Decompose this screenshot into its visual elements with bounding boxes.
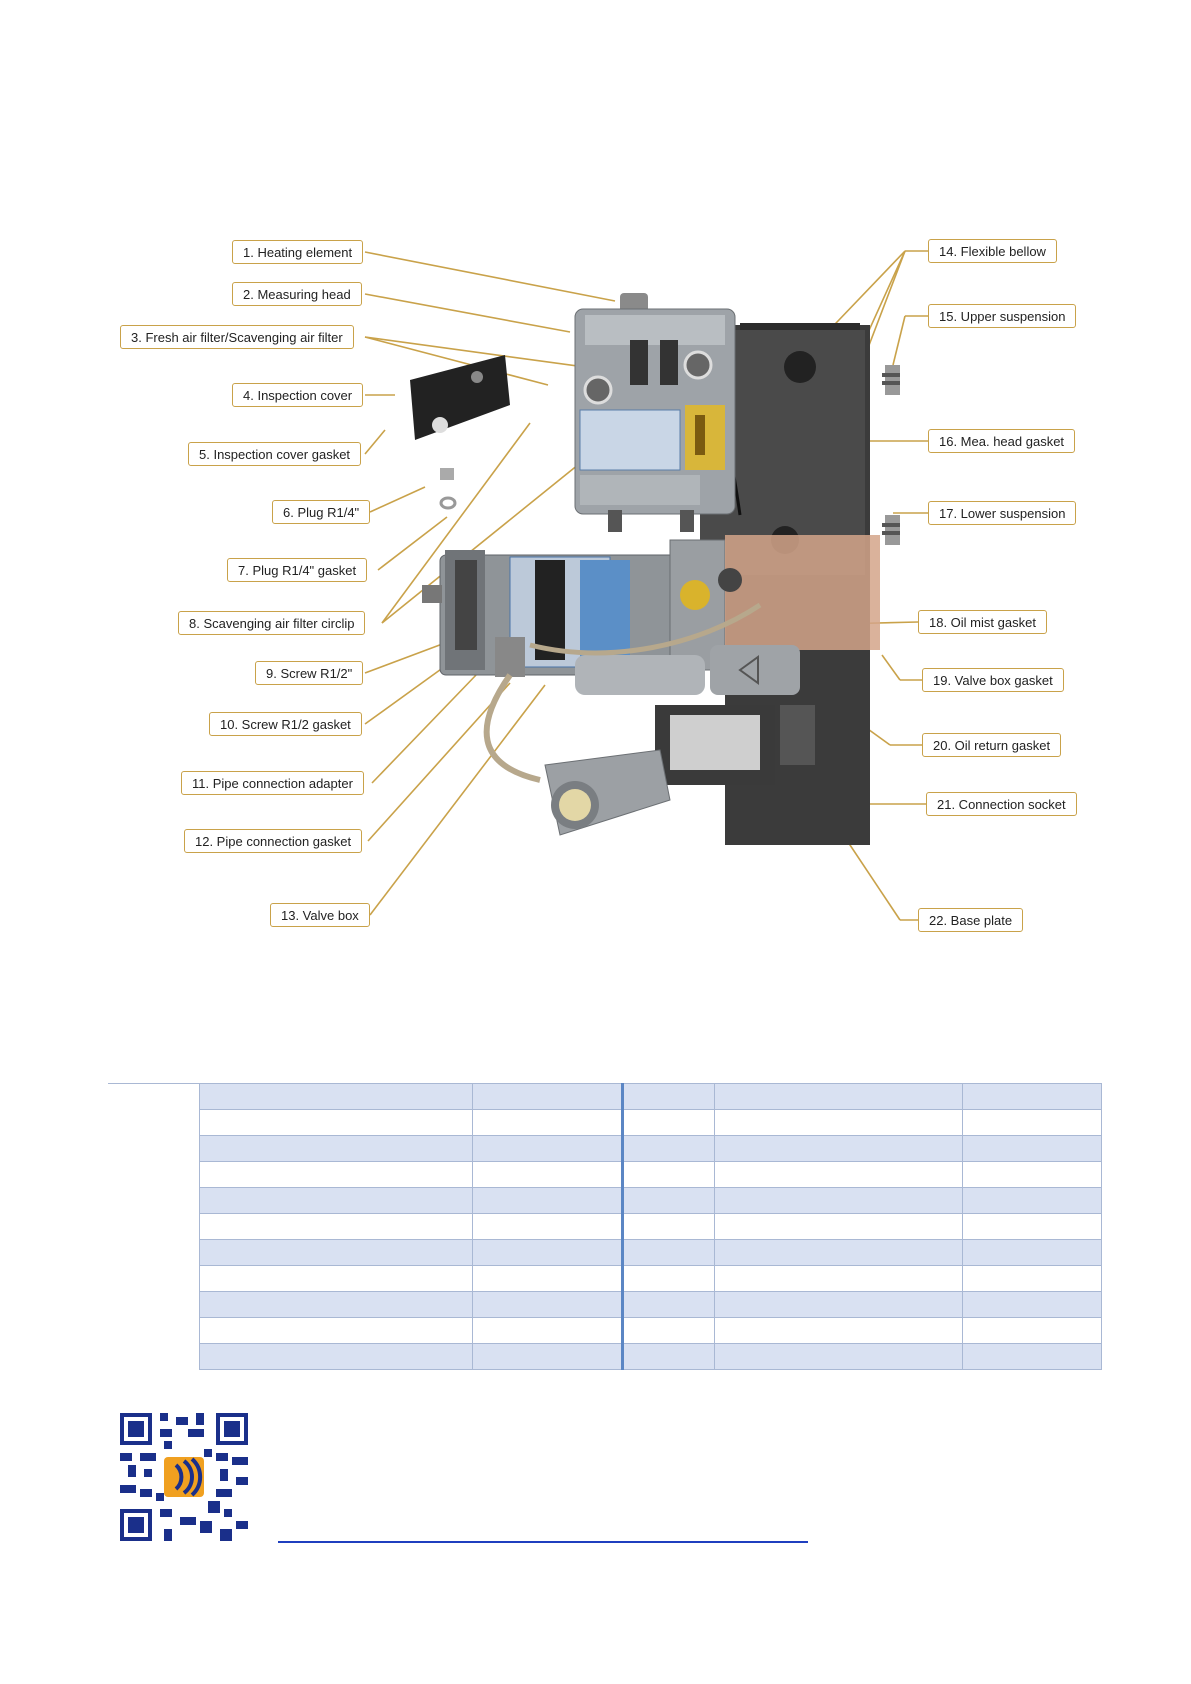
label-inspection-cover-gasket: 5. Inspection cover gasket (188, 442, 362, 466)
pipe-connection-shape (575, 655, 705, 695)
label-screw: 9. Screw R1/2" (255, 661, 364, 685)
table-row (199, 1135, 1102, 1162)
label-screw-gasket: 10. Screw R1/2 gasket (209, 712, 362, 736)
label-valve-box: 13. Valve box (270, 903, 370, 927)
plug-connector-shape (544, 749, 671, 836)
table-row (199, 1317, 1102, 1344)
qr-code-icon[interactable] (120, 1413, 248, 1541)
label-pipe-connection-gasket: 12. Pipe connection gasket (184, 829, 363, 853)
upper-suspension-shape (882, 365, 900, 395)
label-scavenging-air-filter-circlip: 8. Scavenging air filter circlip (178, 611, 366, 635)
lower-suspension-shape (882, 515, 900, 545)
label-fresh-air-filter: 3. Fresh air filter/Scavenging air filte… (120, 325, 354, 349)
label-connection-socket: 21. Connection socket (926, 792, 1077, 816)
table-row (199, 1239, 1102, 1266)
label-heating-element: 1. Heating element (232, 240, 364, 264)
plug-shape (440, 468, 454, 480)
label-oil-return-gasket: 20. Oil return gasket (922, 733, 1062, 757)
table-row (199, 1343, 1102, 1370)
label-plug-gasket: 7. Plug R1/4" gasket (227, 558, 368, 582)
table-top-rule (108, 1083, 200, 1084)
label-mea-head-gasket: 16. Mea. head gasket (928, 429, 1076, 453)
connection-socket-shape (655, 705, 815, 785)
label-base-plate: 22. Base plate (918, 908, 1024, 932)
heating-element-shape (620, 293, 648, 313)
oil-mist-detector-illustration (410, 293, 900, 845)
label-pipe-connection-adapter: 11. Pipe connection adapter (181, 771, 364, 795)
link-underline[interactable] (278, 1541, 808, 1543)
table-row (199, 1109, 1102, 1136)
parts-table (199, 1083, 1102, 1370)
table-row (199, 1083, 1102, 1110)
label-oil-mist-gasket: 18. Oil mist gasket (918, 610, 1047, 634)
company-logo-icon (164, 1457, 204, 1497)
label-plug: 6. Plug R1/4" (272, 500, 371, 524)
table-row (199, 1161, 1102, 1188)
label-inspection-cover: 4. Inspection cover (232, 383, 364, 407)
table-row (199, 1213, 1102, 1240)
label-measuring-head: 2. Measuring head (232, 282, 362, 306)
plug-gasket-shape (439, 496, 457, 510)
label-flexible-bellow: 14. Flexible bellow (928, 239, 1057, 263)
inspection-cover-shape (410, 355, 510, 440)
table-row (199, 1265, 1102, 1292)
label-lower-suspension: 17. Lower suspension (928, 501, 1077, 525)
screw-shape (422, 585, 442, 603)
oil-mist-gasket-shape (725, 535, 880, 650)
table-row (199, 1291, 1102, 1318)
label-upper-suspension: 15. Upper suspension (928, 304, 1077, 328)
label-valve-box-gasket: 19. Valve box gasket (922, 668, 1064, 692)
table-row (199, 1187, 1102, 1214)
